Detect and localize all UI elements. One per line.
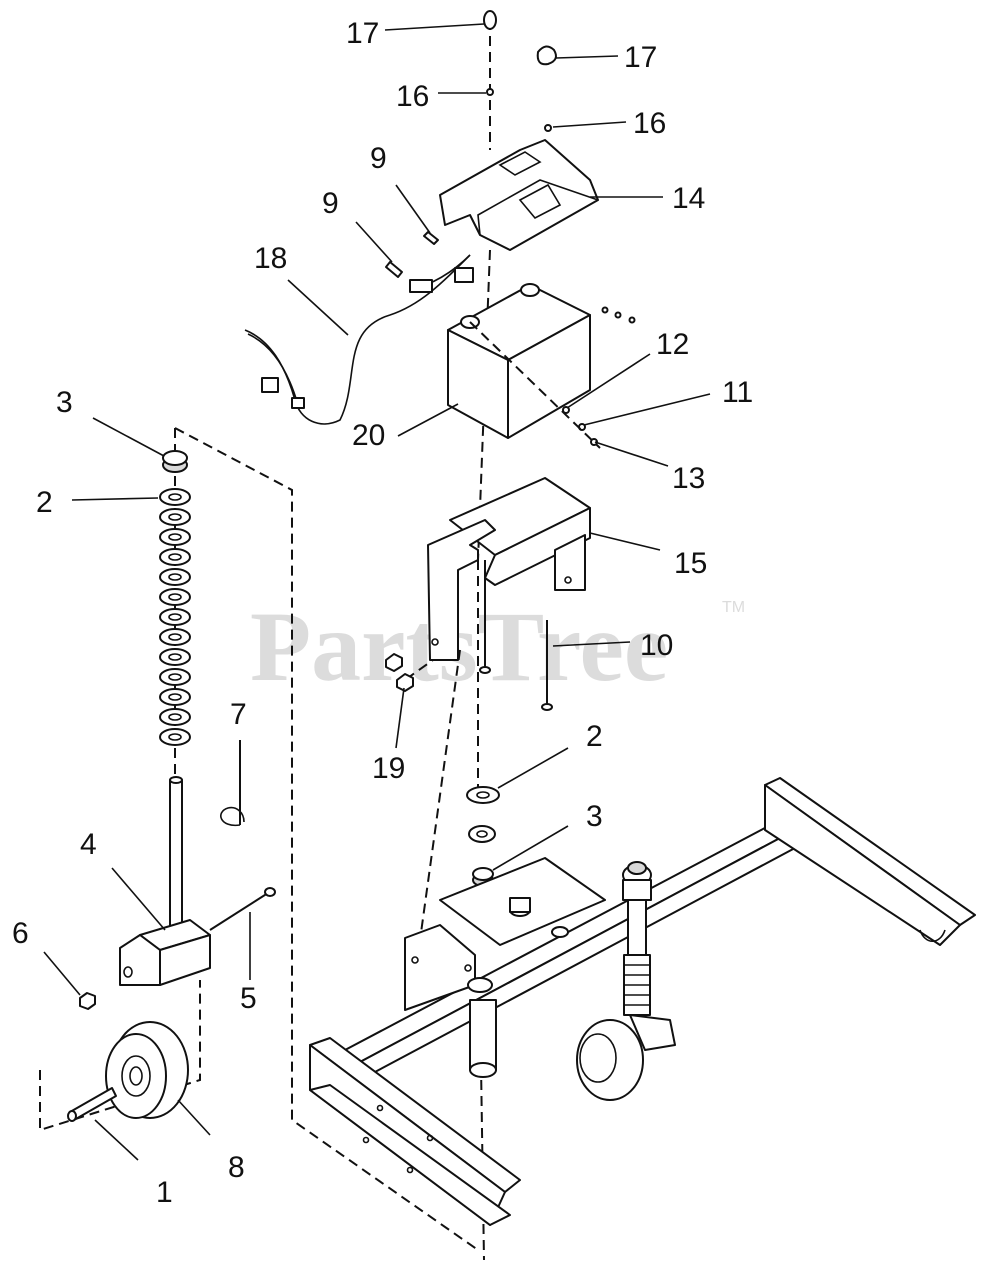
- leader-18: [287, 279, 349, 336]
- main-frame-assembly: [309, 777, 976, 1226]
- leader-10: [552, 641, 631, 647]
- hardware-dot-a: [601, 306, 609, 314]
- leader-3a: [92, 417, 165, 457]
- part-7-clip-pin: [220, 740, 245, 827]
- leader-17a: [384, 23, 485, 31]
- callout-2b: 2: [586, 720, 603, 753]
- part-1-axle: [67, 1087, 117, 1122]
- watermark-tm: TM: [722, 599, 745, 616]
- part-2-spring-washer-right: [466, 786, 500, 804]
- part-3-spacer-left: [162, 450, 188, 473]
- wheel-dashed-box: [39, 980, 201, 1132]
- part-10-bolts: [479, 560, 553, 711]
- part-20-battery: [447, 283, 591, 439]
- spring-washer: [159, 508, 191, 526]
- bracket-dashed-line: [419, 649, 461, 941]
- part-8-wheel: [105, 1021, 189, 1119]
- callout-3a: 3: [56, 386, 73, 419]
- leader-3b: [492, 825, 569, 871]
- part-3-spring-right: [468, 825, 496, 843]
- part-3-spacer-right: [472, 867, 494, 887]
- callout-8: 8: [228, 1151, 245, 1184]
- spring-washer: [159, 528, 191, 546]
- callout-13: 13: [672, 462, 705, 495]
- part-4-caster-yoke: [119, 776, 211, 986]
- hardware-dot-c: [628, 316, 636, 324]
- callout-4: 4: [80, 828, 97, 861]
- part-15-battery-tray: [427, 477, 591, 661]
- left-dashed-line-2: [174, 427, 479, 1251]
- part-19-nut-b: [396, 673, 414, 692]
- part-17-clip: [536, 45, 557, 66]
- hardware-dot-b: [614, 311, 622, 319]
- leader-4: [111, 867, 166, 931]
- part-16-washer-b: [544, 124, 552, 132]
- callout-9b: 9: [322, 187, 339, 220]
- callout-5: 5: [240, 982, 257, 1015]
- part-18-wiring-harness: [244, 254, 474, 425]
- leader-9a: [395, 184, 431, 234]
- callout-20: 20: [352, 419, 385, 452]
- spring-washer: [159, 568, 191, 586]
- callout-7: 7: [230, 698, 247, 731]
- spring-washer: [159, 588, 191, 606]
- spring-washer: [159, 548, 191, 566]
- part-14-battery-cover: [439, 139, 599, 251]
- leader-11: [583, 393, 711, 426]
- leader-15: [589, 532, 661, 551]
- callout-11: 11: [722, 376, 753, 409]
- callout-16a: 16: [396, 80, 429, 113]
- spring-washer: [159, 708, 191, 726]
- spring-washer: [159, 688, 191, 706]
- spring-washer: [159, 628, 191, 646]
- part-17-pin: [483, 10, 497, 30]
- leader-9b: [355, 221, 393, 263]
- callout-9a: 9: [370, 142, 387, 175]
- callout-14: 14: [672, 182, 705, 215]
- callout-2a: 2: [36, 486, 53, 519]
- leader-1: [94, 1119, 139, 1161]
- callout-16b: 16: [633, 107, 666, 140]
- callout-1: 1: [156, 1176, 173, 1209]
- callout-17b: 17: [624, 41, 657, 74]
- callout-10: 10: [640, 629, 673, 662]
- leader-17b: [555, 55, 619, 59]
- spring-washer: [159, 608, 191, 626]
- leader-8: [177, 1099, 211, 1136]
- part-16-washer-a: [486, 88, 494, 96]
- leader-16b: [552, 121, 627, 128]
- watermark: PartsTree: [250, 591, 668, 702]
- part-9-screw-a: [423, 231, 439, 245]
- right-caster-assembly: [576, 861, 676, 1101]
- spring-washer: [159, 488, 191, 506]
- callout-19: 19: [372, 752, 405, 785]
- part-5-bolt: [209, 887, 276, 931]
- part-2-spring-washer-stack: [159, 488, 191, 746]
- callout-3b: 3: [586, 800, 603, 833]
- leader-13: [594, 441, 669, 467]
- leader-12: [566, 353, 651, 409]
- spring-washer: [159, 728, 191, 746]
- callout-15: 15: [674, 547, 707, 580]
- spring-washer: [159, 648, 191, 666]
- leader-6: [43, 951, 81, 996]
- leader-19: [395, 687, 405, 749]
- part-9-screw-b: [385, 261, 403, 278]
- leader-2a: [71, 497, 159, 501]
- part-19-nut-a: [385, 653, 403, 672]
- callout-6: 6: [12, 917, 29, 950]
- leader-20: [397, 403, 459, 437]
- spring-washer: [159, 668, 191, 686]
- callout-18: 18: [254, 242, 287, 275]
- callout-17a: 17: [346, 17, 379, 50]
- leader-2b: [497, 747, 569, 789]
- terminal-dashed-line: [469, 321, 601, 449]
- callout-12: 12: [656, 328, 689, 361]
- part-6-nut: [79, 992, 96, 1010]
